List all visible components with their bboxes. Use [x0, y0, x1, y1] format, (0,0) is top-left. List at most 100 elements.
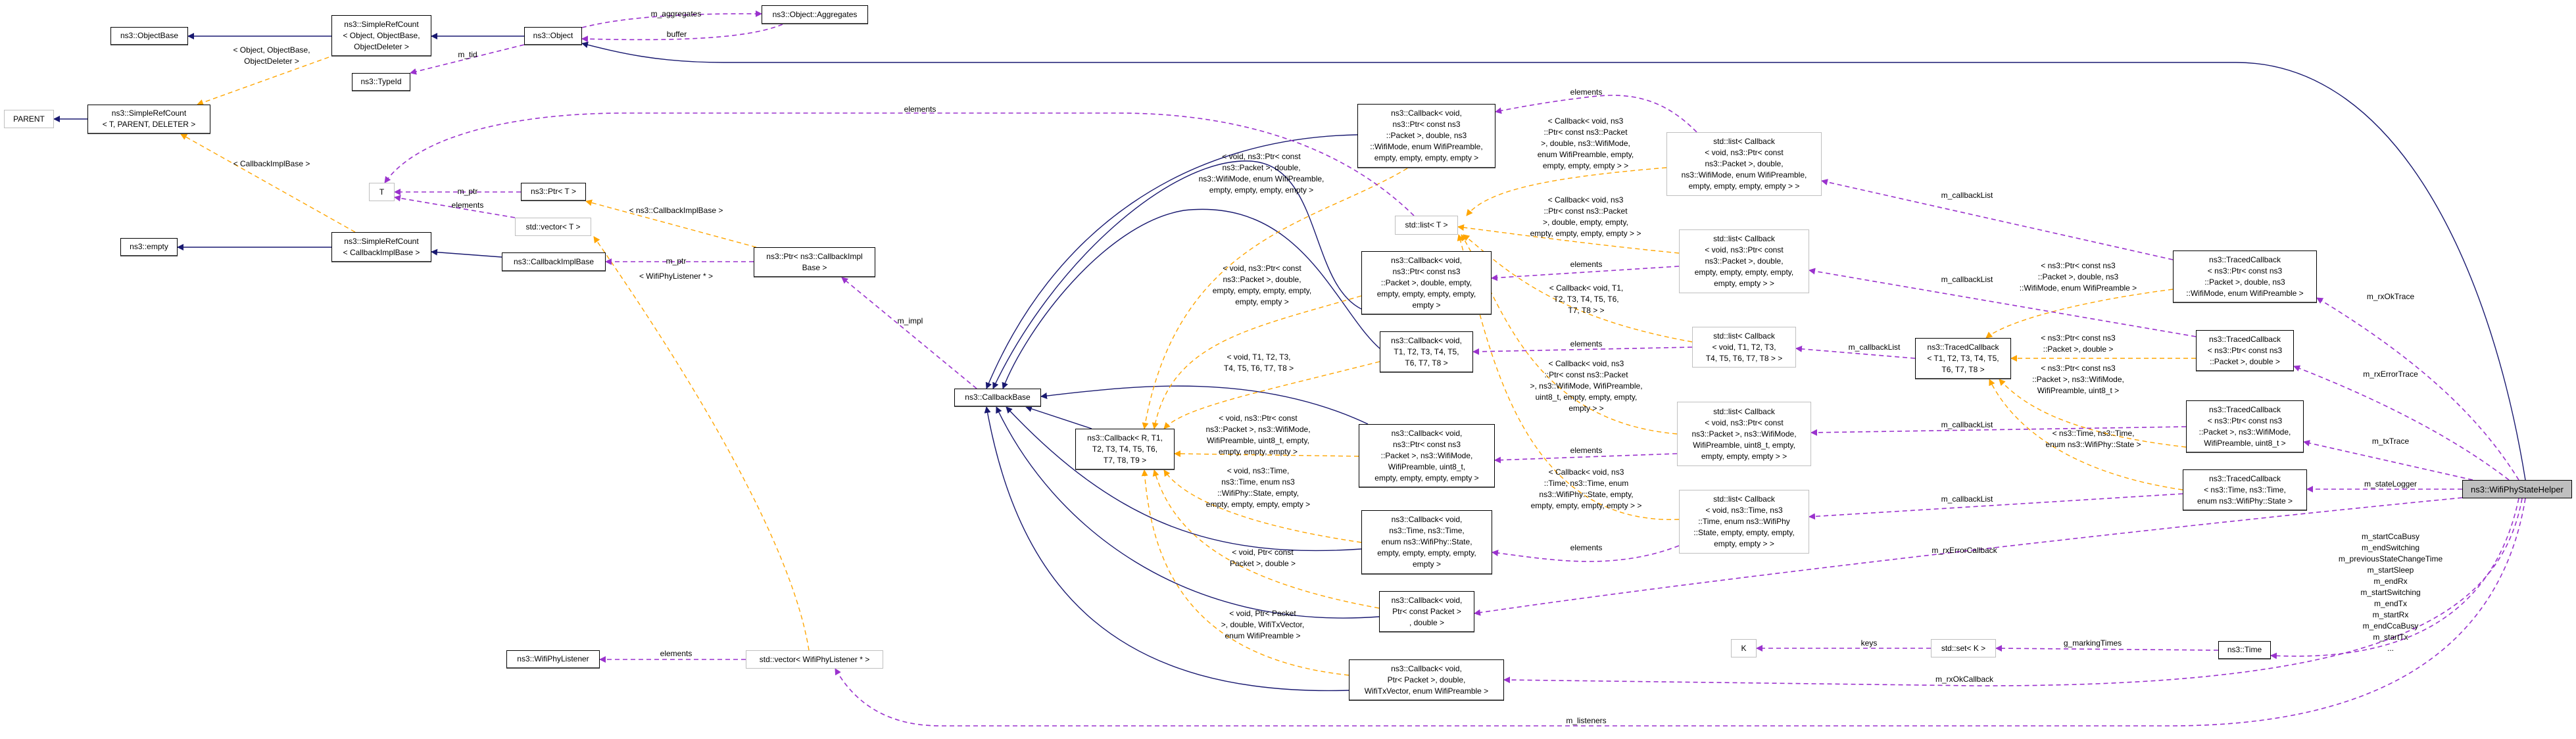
class-node-object[interactable]: ns3::Object	[524, 27, 582, 45]
class-node-parent[interactable]: PARENT	[4, 110, 54, 128]
class-node-ptr-t[interactable]: ns3::Ptr< T >	[521, 183, 586, 201]
edge-label-line: m_rxErrorCallback	[1932, 546, 1997, 555]
class-node-cb-time[interactable]: ns3::Callback< void,ns3::Time, ns3::Time…	[1361, 510, 1492, 575]
class-node-label: ns3::TracedCallback	[2209, 404, 2281, 414]
class-node-label: Ptr< Packet >, double,	[1387, 675, 1466, 684]
class-node-tc-wifi-mode[interactable]: ns3::TracedCallback< ns3::Ptr< const ns3…	[2173, 250, 2317, 303]
class-node-label: std::list< Callback	[1713, 234, 1775, 243]
class-node-tc-uint8[interactable]: ns3::TracedCallback< ns3::Ptr< const ns3…	[2186, 400, 2304, 453]
class-node-set-k[interactable]: std::set< K >	[1931, 639, 1996, 657]
edge-label-tc-time-tpl: < ns3::Time, ns3::Time,enum ns3::WifiPhy…	[2045, 428, 2141, 450]
class-node-src-t-p-d[interactable]: ns3::SimpleRefCount< T, PARENT, DELETER …	[87, 105, 210, 134]
edge-label-line: < void, ns3::Ptr< const	[1223, 264, 1301, 273]
edge-object-aggregates	[581, 10, 762, 28]
edge-listtime-cbtime	[1492, 545, 1680, 562]
class-node-list-double[interactable]: std::list< Callback< void, ns3::Ptr< con…	[1679, 229, 1809, 293]
edge-label-list-uint8-tpl: < Callback< void, ns3::Ptr< const ns3::P…	[1530, 358, 1642, 414]
class-node-list-time[interactable]: std::list< Callback< void, ns3::Time, ns…	[1679, 490, 1809, 554]
class-node-time[interactable]: ns3::Time	[2218, 641, 2271, 659]
class-node-label: T6, T7, T8 >	[1941, 364, 1985, 374]
class-node-helper[interactable]: ns3::WifiPhyStateHelper	[2462, 480, 2572, 498]
class-node-cb-double[interactable]: ns3::Callback< void,ns3::Ptr< const ns3:…	[1361, 251, 1492, 315]
class-node--t[interactable]: T	[369, 183, 395, 201]
edge-label-list-time-tpl: < Callback< void, ns3::Time, ns3::Time, …	[1531, 467, 1642, 512]
class-node-aggregates[interactable]: ns3::Object::Aggregates	[762, 5, 868, 24]
class-node-list-t[interactable]: std::list< T >	[1395, 216, 1458, 235]
class-node-src-obj[interactable]: ns3::SimpleRefCount< Object, ObjectBase,…	[331, 15, 431, 57]
edge-label-m-listeners: m_listeners	[1566, 715, 1606, 727]
edge-label-tc-wifi-mode-tpl: < ns3::Ptr< const ns3::Packet >, double,…	[2020, 260, 2137, 294]
class-node-label: WifiTxVector, enum WifiPreamble >	[1364, 686, 1489, 696]
class-node-label: ns3::TracedCallback	[2209, 334, 2281, 344]
edge-cbr-callbackbase	[1025, 406, 1092, 429]
edge-label-line: empty, empty >	[1235, 297, 1289, 306]
edge-label-line: < void, ns3::Ptr< const	[1219, 414, 1298, 423]
class-node-object-base[interactable]: ns3::ObjectBase	[110, 27, 188, 45]
edge-label-line: empty, empty, empty > >	[1542, 161, 1629, 170]
class-node-label: ns3::Callback< void,	[1391, 108, 1462, 118]
edge-label-line: m_callbackList	[1941, 275, 1993, 284]
class-node-empty[interactable]: ns3::empty	[120, 238, 178, 256]
edge-cbwifimode-cbr	[1142, 168, 1408, 429]
class-node-cb-rx-err[interactable]: ns3::Callback< void,Ptr< const Packet >,…	[1379, 591, 1474, 632]
edge-label-line: < Callback< void, T1,	[1549, 283, 1624, 293]
class-node-label: ns3::Packet >, double,	[1705, 256, 1784, 266]
class-node-cb-uint8[interactable]: ns3::Callback< void,ns3::Ptr< const ns3:…	[1359, 424, 1495, 488]
class-node-label: ns3::Callback< void,	[1391, 335, 1462, 345]
edge-label-line: elements	[1570, 260, 1603, 269]
edge-helper-time	[2270, 498, 2519, 659]
edge-listdouble-listt	[1457, 224, 1680, 254]
edge-label-line: elements	[1570, 543, 1603, 552]
class-node-list-t18[interactable]: std::list< Callback< void, T1, T2, T3,T4…	[1692, 327, 1796, 368]
class-node-label: enum ns3::WifiPhy::State,	[1381, 537, 1472, 546]
edge-label-line: < void, ns3::Time,	[1227, 466, 1290, 475]
class-node-label: ns3::Object::Aggregates	[772, 9, 858, 19]
edge-label-line: >, double, ns3::WifiMode,	[1541, 139, 1630, 148]
class-node-type-id[interactable]: ns3::TypeId	[352, 73, 410, 91]
class-node-cb-r[interactable]: ns3::Callback< R, T1,T2, T3, T4, T5, T6,…	[1075, 429, 1175, 470]
class-node-label: < ns3::Ptr< const ns3	[2207, 345, 2283, 355]
class-node-tc-time[interactable]: ns3::TracedCallback< ns3::Time, ns3::Tim…	[2183, 469, 2307, 511]
class-node-cb-t[interactable]: ns3::Callback< void,T1, T2, T3, T4, T5,T…	[1380, 331, 1473, 373]
class-node-tc-t[interactable]: ns3::TracedCallback< T1, T2, T3, T4, T5,…	[1915, 338, 2011, 379]
edge-label-line: < ns3::Time, ns3::Time,	[2052, 429, 2135, 438]
edge-cbuint8-callbackbase	[1040, 385, 1369, 425]
class-node-callback-base[interactable]: ns3::CallbackBase	[954, 389, 1041, 407]
edge-cbwifimode-callbackbase	[985, 134, 1358, 389]
edge-label-line: m_startSwitching	[2360, 588, 2421, 597]
class-node-src-c-i-b[interactable]: ns3::SimpleRefCount< CallbackImplBase >	[331, 232, 431, 262]
edge-label-line: m_callbackList	[1848, 343, 1901, 352]
edge-label-line: m_aggregates	[650, 9, 702, 18]
class-node-vector-listener[interactable]: std::vector< WifiPhyListener * >	[746, 650, 883, 669]
class-node-label: ::Packet >, ns3::WifiMode,	[2199, 427, 2291, 437]
edge-cbtime-callbackbase	[1006, 406, 1362, 552]
edge-label-tc-double-tpl: < ns3::Ptr< const ns3::Packet >, double …	[2041, 333, 2115, 355]
class-node-list-wifi-mode[interactable]: std::list< Callback< void, ns3::Ptr< con…	[1666, 132, 1822, 196]
class-node-tc-double[interactable]: ns3::TracedCallback< ns3::Ptr< const ns3…	[2196, 330, 2294, 371]
class-node--k[interactable]: K	[1731, 639, 1757, 657]
edge-label-line: empty, empty, empty >	[1219, 447, 1298, 456]
class-node-cib[interactable]: ns3::CallbackImplBase	[502, 252, 606, 272]
class-node-label: T	[379, 187, 385, 197]
class-node-label: ns3::TypeId	[360, 77, 402, 86]
edge-label-line: < void, Ptr< Packet	[1229, 609, 1296, 618]
class-node-vector-t[interactable]: std::vector< T >	[515, 218, 591, 236]
class-node-wifi-phy-listener[interactable]: ns3::WifiPhyListener	[506, 650, 600, 669]
edge-label-line: empty > >	[1568, 404, 1604, 413]
edge-label-elem-time: elements	[1570, 542, 1603, 554]
edge-label-elem-wifi-mode: elements	[1570, 87, 1603, 98]
class-node-cb-rx-ok[interactable]: ns3::Callback< void,Ptr< Packet >, doubl…	[1349, 659, 1504, 701]
class-node-label: ns3::Callback< void,	[1391, 515, 1463, 524]
edge-label-line: < Callback< void, ns3	[1548, 467, 1624, 477]
edge-cbrxerr-cbr	[1152, 469, 1380, 609]
class-node-label: ns3::TracedCallback	[2209, 254, 2281, 264]
edge-label-buffer: buffer	[667, 29, 687, 40]
class-node-cb-wifi-mode[interactable]: ns3::Callback< void,ns3::Ptr< const ns3:…	[1357, 104, 1495, 168]
edge-listuint8-cbuint8	[1494, 453, 1678, 464]
class-node-list-uint8[interactable]: std::list< Callback< void, ns3::Ptr< con…	[1677, 402, 1811, 466]
edge-label-line: < WifiPhyListener * >	[639, 272, 714, 281]
class-node-label: empty, empty, empty, empty,	[1376, 289, 1476, 298]
